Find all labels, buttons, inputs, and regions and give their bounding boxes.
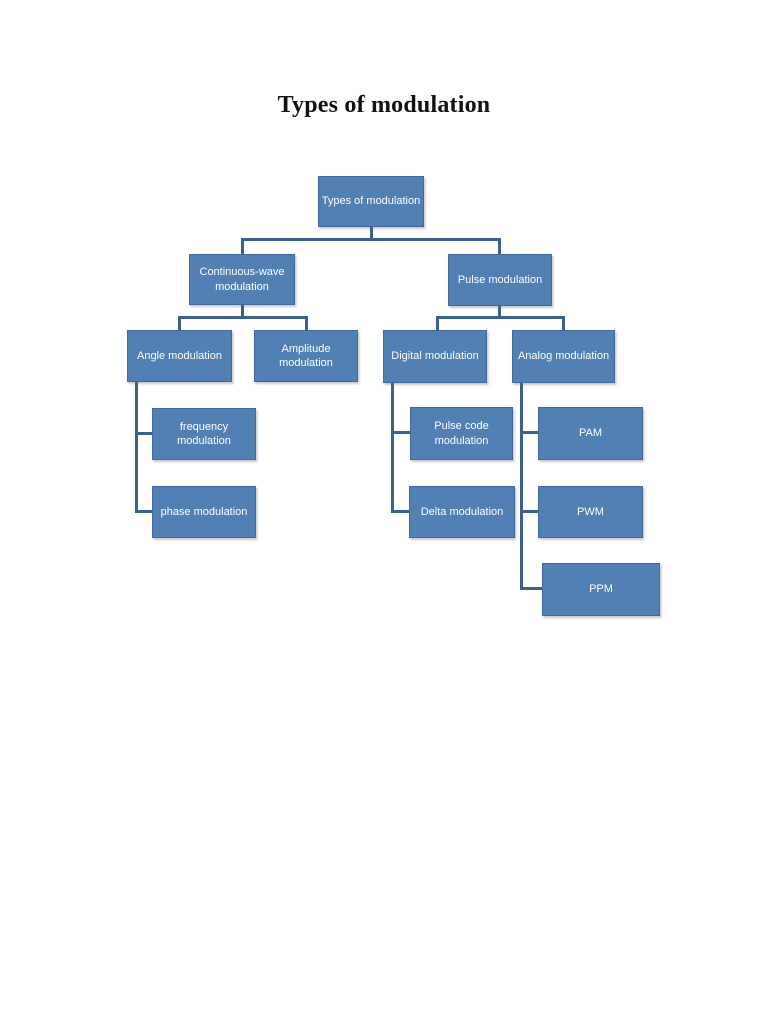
node-digital: Digital modulation bbox=[383, 330, 487, 383]
node-label: Continuous-wave modulation bbox=[199, 266, 285, 293]
connector-frequency-stub bbox=[135, 432, 152, 435]
node-label: phase modulation bbox=[160, 505, 248, 518]
connector-pulse-stub bbox=[498, 306, 501, 319]
connector-pam-stub bbox=[520, 431, 538, 434]
node-phase: phase modulation bbox=[152, 486, 256, 538]
connector-pulse-drop bbox=[498, 238, 501, 254]
connector-cw-drop bbox=[241, 238, 244, 254]
node-pulse: Pulse modulation bbox=[448, 254, 552, 306]
node-frequency: frequency modulation bbox=[152, 408, 256, 460]
connector-digital-drop bbox=[436, 316, 439, 330]
node-pwm: PWM bbox=[538, 486, 643, 538]
connector-amplitude-drop bbox=[305, 316, 308, 330]
node-label: Pulse code modulation bbox=[434, 420, 489, 447]
connector-ppm-stub bbox=[520, 587, 542, 590]
node-label: PPM bbox=[589, 583, 613, 596]
node-label: Angle modulation bbox=[136, 349, 222, 362]
node-delta: Delta modulation bbox=[409, 486, 515, 538]
node-label: Types of modulation bbox=[321, 195, 421, 208]
node-label: Analog modulation bbox=[517, 350, 610, 363]
node-cw: Continuous-wave modulation bbox=[189, 254, 295, 305]
node-ppm: PPM bbox=[542, 563, 660, 616]
connector-cw-bar bbox=[178, 316, 308, 319]
connector-delta-stub bbox=[391, 510, 409, 513]
node-root: Types of modulation bbox=[318, 176, 424, 227]
node-label: frequency modulation bbox=[177, 420, 231, 447]
connector-digital-vline bbox=[391, 383, 394, 513]
node-label: PWM bbox=[577, 505, 604, 518]
connector-pulse-bar bbox=[436, 316, 565, 319]
connector-cw-stub bbox=[241, 305, 244, 319]
node-pam: PAM bbox=[538, 407, 643, 460]
connector-analog-vline bbox=[520, 383, 523, 590]
page-title: Types of modulation bbox=[277, 92, 491, 118]
connector-root-stub bbox=[370, 227, 373, 241]
node-label: PAM bbox=[578, 427, 603, 440]
node-label: Amplitude modulation bbox=[279, 342, 333, 369]
node-label: Digital modulation bbox=[391, 350, 479, 363]
connector-phase-stub bbox=[135, 510, 152, 513]
connector-angle-vline bbox=[135, 382, 138, 513]
node-angle: Angle modulation bbox=[127, 330, 232, 382]
node-analog: Analog modulation bbox=[512, 330, 615, 383]
node-label: Pulse modulation bbox=[457, 273, 543, 286]
node-label: Delta modulation bbox=[420, 505, 504, 518]
node-pcm: Pulse code modulation bbox=[410, 407, 513, 460]
connector-pcm-stub bbox=[391, 431, 410, 434]
connector-analog-drop bbox=[562, 316, 565, 330]
node-amplitude: Amplitude modulation bbox=[254, 330, 358, 382]
connector-level1-bar bbox=[241, 238, 501, 241]
connector-angle-drop bbox=[178, 316, 181, 330]
connector-pwm-stub bbox=[520, 510, 538, 513]
